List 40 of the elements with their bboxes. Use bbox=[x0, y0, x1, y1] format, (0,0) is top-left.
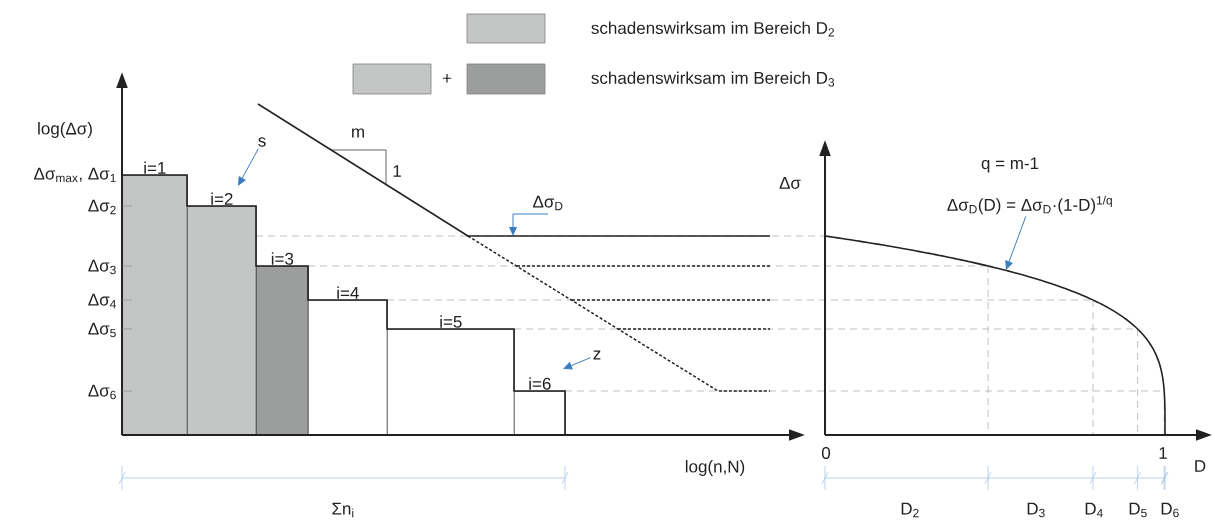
axis-label: Δσ$_{max}$, Δσ$_{1}$ bbox=[34, 167, 116, 183]
load-bar: i=6 bbox=[514, 377, 566, 436]
axis-label: Σn$_{i}$ bbox=[332, 502, 354, 518]
axis-label: 0 bbox=[821, 446, 831, 459]
axis-label: log(Δσ) bbox=[38, 122, 92, 138]
axis-label: D$_{4}$ bbox=[1085, 502, 1103, 518]
axis-label: q = m-1 bbox=[981, 157, 1039, 173]
load-bar: i=2 bbox=[187, 192, 257, 436]
node-label: i=6 bbox=[529, 377, 551, 390]
callout-text: Δσ$_{D}$(D) = Δσ$_{D}$·(1-D)$^{1/q}$ bbox=[947, 195, 1112, 215]
legend-text: schadenswirksam im Bereich D$_{2}$ bbox=[591, 21, 834, 37]
node-label: i=3 bbox=[271, 252, 294, 265]
axis-label: Δσ bbox=[779, 177, 801, 189]
axis-label: D$_{3}$ bbox=[1027, 502, 1045, 518]
node-label: i=2 bbox=[211, 192, 233, 205]
axis-label: D$_{6}$ bbox=[1161, 502, 1179, 518]
axis-label: D$_{5}$ bbox=[1129, 502, 1147, 518]
node-label: i=4 bbox=[337, 286, 359, 299]
legend-text: schadenswirksam im Bereich D$_{3}$ bbox=[591, 71, 835, 87]
leader-line bbox=[563, 357, 592, 370]
leader-line bbox=[1005, 215, 1027, 270]
axis-label: D$_{2}$ bbox=[901, 502, 919, 518]
load-bar: i=1 bbox=[122, 161, 188, 436]
axis-label: D bbox=[1195, 460, 1206, 472]
node-label: i=1 bbox=[144, 161, 166, 174]
load-bar: i=4 bbox=[308, 286, 388, 436]
load-bar: i=3 bbox=[256, 252, 309, 436]
node-label: i=5 bbox=[440, 315, 462, 328]
axis-label: log(n,N) bbox=[685, 460, 745, 476]
axis-label: m bbox=[352, 128, 364, 138]
axis-label: 1 bbox=[393, 165, 401, 177]
leader-line bbox=[238, 148, 259, 186]
load-bar: i=5 bbox=[387, 315, 515, 436]
fatigue-limit-line bbox=[466, 235, 771, 237]
axis-label: + bbox=[442, 74, 452, 83]
callout-text: Δσ$_{D}$ bbox=[533, 195, 563, 211]
callout-text: s bbox=[258, 137, 266, 147]
callout-text: z bbox=[593, 350, 601, 360]
damage-curve bbox=[824, 235, 1166, 436]
leader-line bbox=[509, 213, 549, 236]
